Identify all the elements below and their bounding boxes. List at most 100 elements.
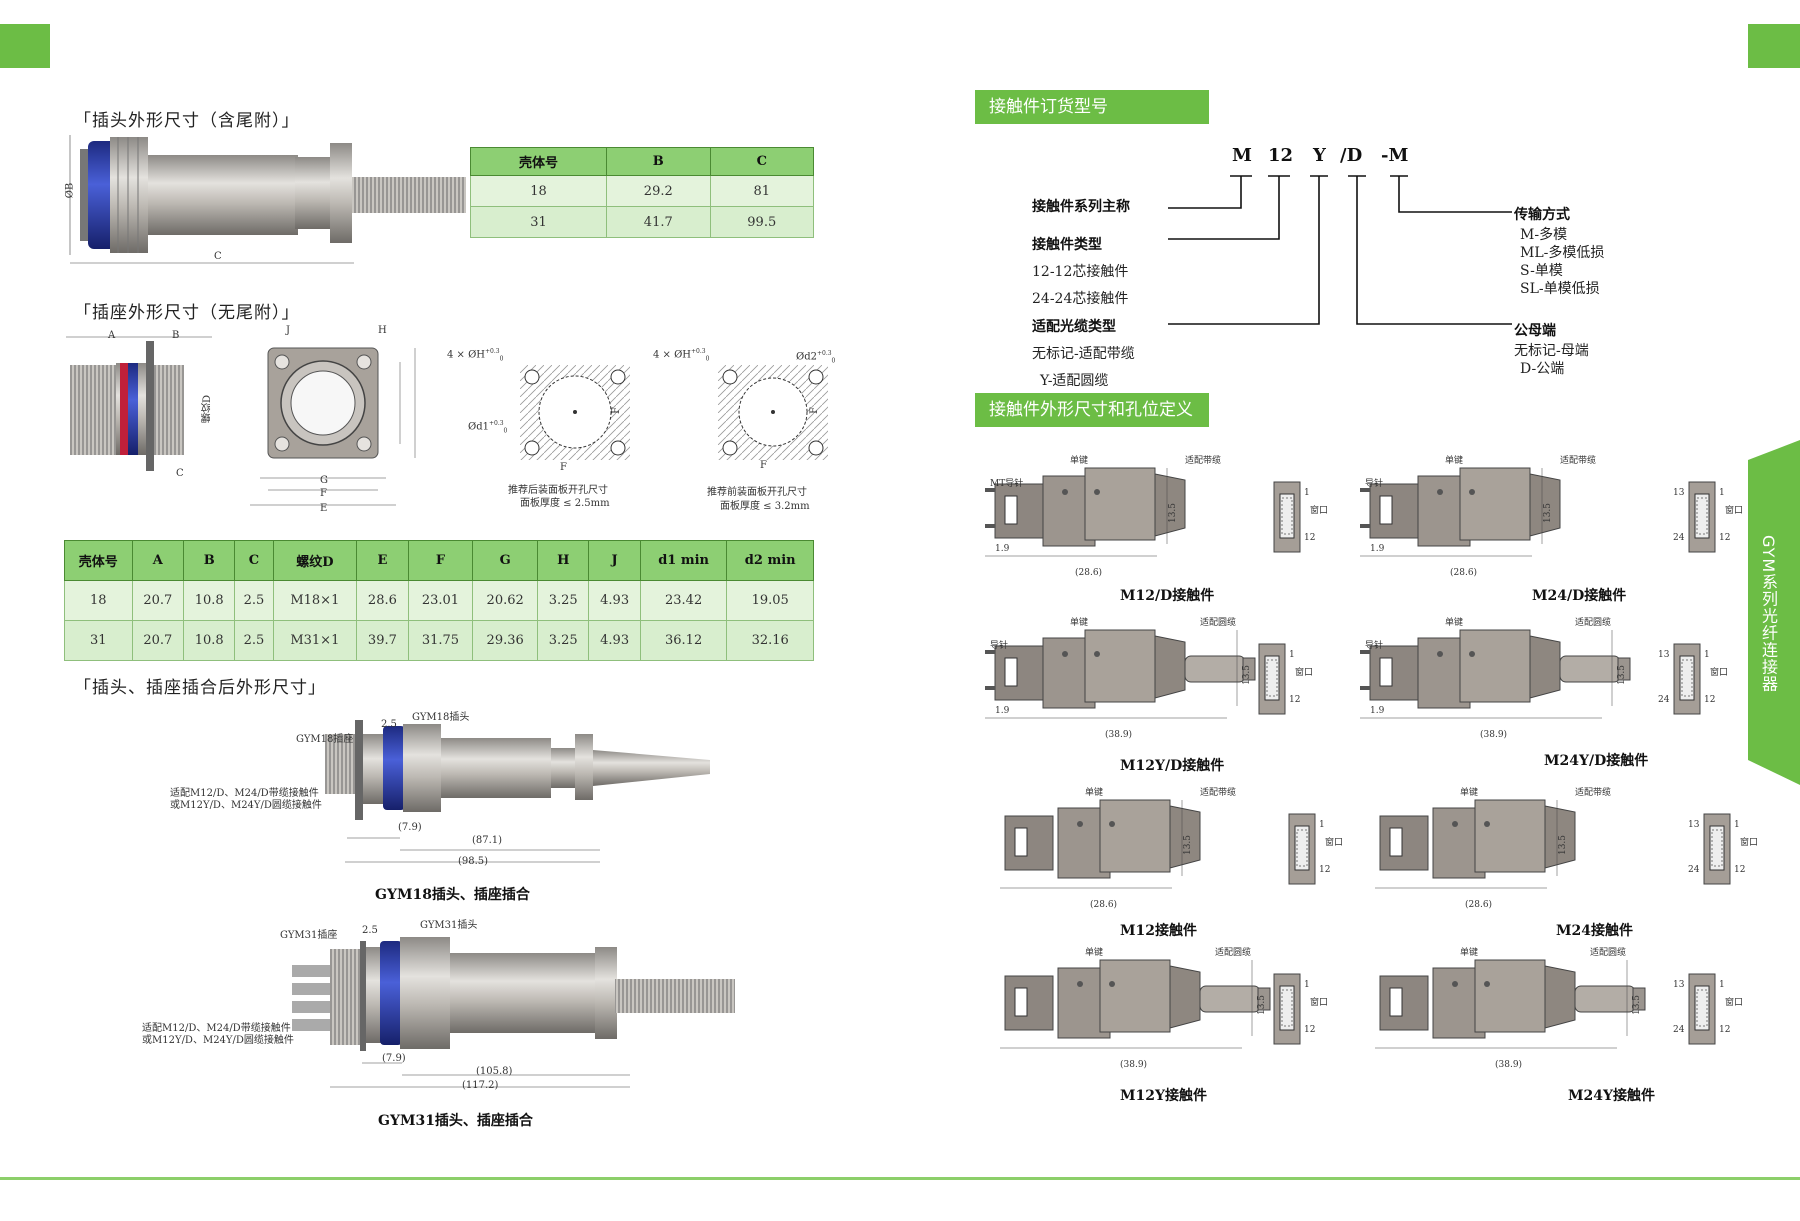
front-dim-j: J: [286, 325, 291, 336]
m18-socket-label: GYM18插座: [296, 734, 354, 745]
contact-pin24-label: 24: [1673, 533, 1685, 543]
contact-window-label: 窗口: [1310, 998, 1329, 1008]
rear-dim-f: F: [560, 462, 567, 473]
contact-cable-label: 适配带缆: [1575, 788, 1612, 798]
socket-dim-thread: 螺纹D: [202, 395, 213, 424]
socket-dim-a: A: [108, 330, 116, 341]
contact-h-label: 13.5: [1242, 664, 1253, 686]
socket-th: C: [234, 540, 274, 581]
contact-guide-label: MT导针: [990, 479, 1024, 489]
contact-caption: M24Y接触件: [1568, 1088, 1655, 1104]
plug-th: C: [709, 147, 815, 176]
contact-window-label: 窗口: [1325, 838, 1344, 848]
socket-th: 壳体号: [64, 540, 133, 581]
m31-dim-2: (105.8): [476, 1066, 513, 1077]
contact-caption: M12/D接触件: [1120, 588, 1215, 604]
contact-end-view: [1703, 813, 1731, 885]
socket-th: d1 min: [639, 540, 728, 581]
rear-dim-f-v: F: [610, 407, 622, 414]
contact-window-label: 窗口: [1710, 668, 1729, 678]
mated18-drawing: [325, 720, 710, 863]
plug-cell: 29.2: [606, 175, 711, 207]
contact-pin1-label: 1: [1304, 488, 1310, 498]
contact-cable-label: 适配带缆: [1185, 456, 1222, 466]
socket-th: G: [472, 540, 539, 581]
socket-cell: 10.8: [182, 620, 236, 661]
front-dim-f: F: [760, 460, 767, 471]
plug-th: 壳体号: [469, 147, 608, 176]
contact-pin1-label: 1: [1319, 820, 1325, 830]
m18-plug-label: GYM18插头: [412, 712, 470, 723]
contact-cable-label: 适配圆缆: [1575, 618, 1612, 628]
contact-length-label: (38.9): [1120, 1060, 1148, 1070]
socket-cell: 20.62: [472, 580, 539, 621]
m31-socket-label: GYM31插座: [280, 930, 338, 941]
contact-w-label: 1.9: [995, 706, 1010, 716]
contact-caption: M12Y接触件: [1120, 1088, 1207, 1104]
front-note-2: 面板厚度 ≤ 3.2mm: [720, 501, 810, 512]
contact-pin12-label: 12: [1719, 1025, 1731, 1035]
contact-end-view: [1273, 481, 1301, 553]
contact-key-label: 单键: [1445, 618, 1464, 628]
socket-cell: 3.25: [537, 580, 590, 621]
contact-w-label: 1.9: [1370, 544, 1385, 554]
socket-front-drawing: [250, 347, 416, 506]
contact-end-view: [1673, 643, 1701, 715]
contact-end-view: [1288, 813, 1316, 885]
socket-cell: 3.25: [537, 620, 590, 661]
m31-dim-3: (117.2): [462, 1080, 499, 1091]
order-cable-2: Y-适配圆缆: [1040, 373, 1109, 389]
contact-pin13-label: 13: [1688, 820, 1700, 830]
contact-cable-label: 适配圆缆: [1215, 948, 1252, 958]
mated31-drawing: [292, 937, 735, 1088]
code-m: M: [1232, 145, 1252, 166]
socket-th: H: [537, 540, 590, 581]
code-mode: -M: [1381, 145, 1409, 166]
contact-guide-label: 导针: [990, 641, 1009, 651]
mated-title: 「插头、插座插合后外形尺寸」: [74, 678, 326, 698]
plug-dim-b: ØB: [64, 182, 76, 199]
plug-cell: 31: [469, 206, 608, 238]
contact-length-label: (28.6): [1450, 568, 1478, 578]
contact-caption: M12Y/D接触件: [1120, 758, 1225, 774]
contact-end-view: [1273, 973, 1301, 1045]
contact-window-label: 窗口: [1740, 838, 1759, 848]
contact-h-label: 13.5: [1183, 834, 1194, 856]
contact-cable-label: 适配带缆: [1200, 788, 1237, 798]
socket-cell: M31×1: [272, 620, 358, 661]
contact-pin13-label: 13: [1673, 488, 1685, 498]
socket-cell: 4.93: [588, 580, 641, 621]
contact-length-label: (38.9): [1105, 730, 1133, 740]
contact-caption: M12接触件: [1120, 923, 1197, 939]
socket-cell: 2.5: [234, 580, 274, 621]
order-mode-2: ML-多模低损: [1520, 245, 1605, 261]
side-tab-label: GYM系列光纤连接器: [1759, 535, 1778, 693]
contact-key-label: 单键: [1085, 948, 1104, 958]
socket-title: 「插座外形尺寸（无尾附）」: [74, 303, 300, 323]
contact-pin12-label: 12: [1289, 695, 1301, 705]
front-dim-e: E: [320, 503, 328, 514]
rear-note-2: 面板厚度 ≤ 2.5mm: [520, 498, 610, 509]
plug-drawing: [69, 135, 466, 264]
socket-cell: 19.05: [726, 580, 814, 621]
contact-w-label: 1.9: [995, 544, 1010, 554]
contact-window-label: 窗口: [1295, 668, 1314, 678]
order-cable-title: 适配光缆类型: [1032, 319, 1116, 335]
contact-pin13-label: 13: [1673, 980, 1685, 990]
side-tab: [1748, 440, 1800, 785]
contact-pin12-label: 12: [1304, 533, 1316, 543]
code-y: Y: [1313, 145, 1326, 166]
order-gender-1: 无标记-母端: [1514, 343, 1589, 359]
contact-pin1-label: 1: [1704, 650, 1710, 660]
socket-th: B: [182, 540, 236, 581]
contact-window-label: 窗口: [1310, 506, 1329, 516]
contact-guide-label: 导针: [1365, 479, 1384, 489]
contact-pin24-label: 24: [1658, 695, 1670, 705]
front-dim-g: G: [320, 475, 328, 486]
contact-drawing: [985, 629, 1256, 719]
contact-pin12-label: 12: [1319, 865, 1331, 875]
contact-pin24-label: 24: [1673, 1025, 1685, 1035]
contact-drawing: [1375, 799, 1576, 889]
socket-cell: 39.7: [356, 620, 409, 661]
contact-guide-label: 导针: [1365, 641, 1384, 651]
